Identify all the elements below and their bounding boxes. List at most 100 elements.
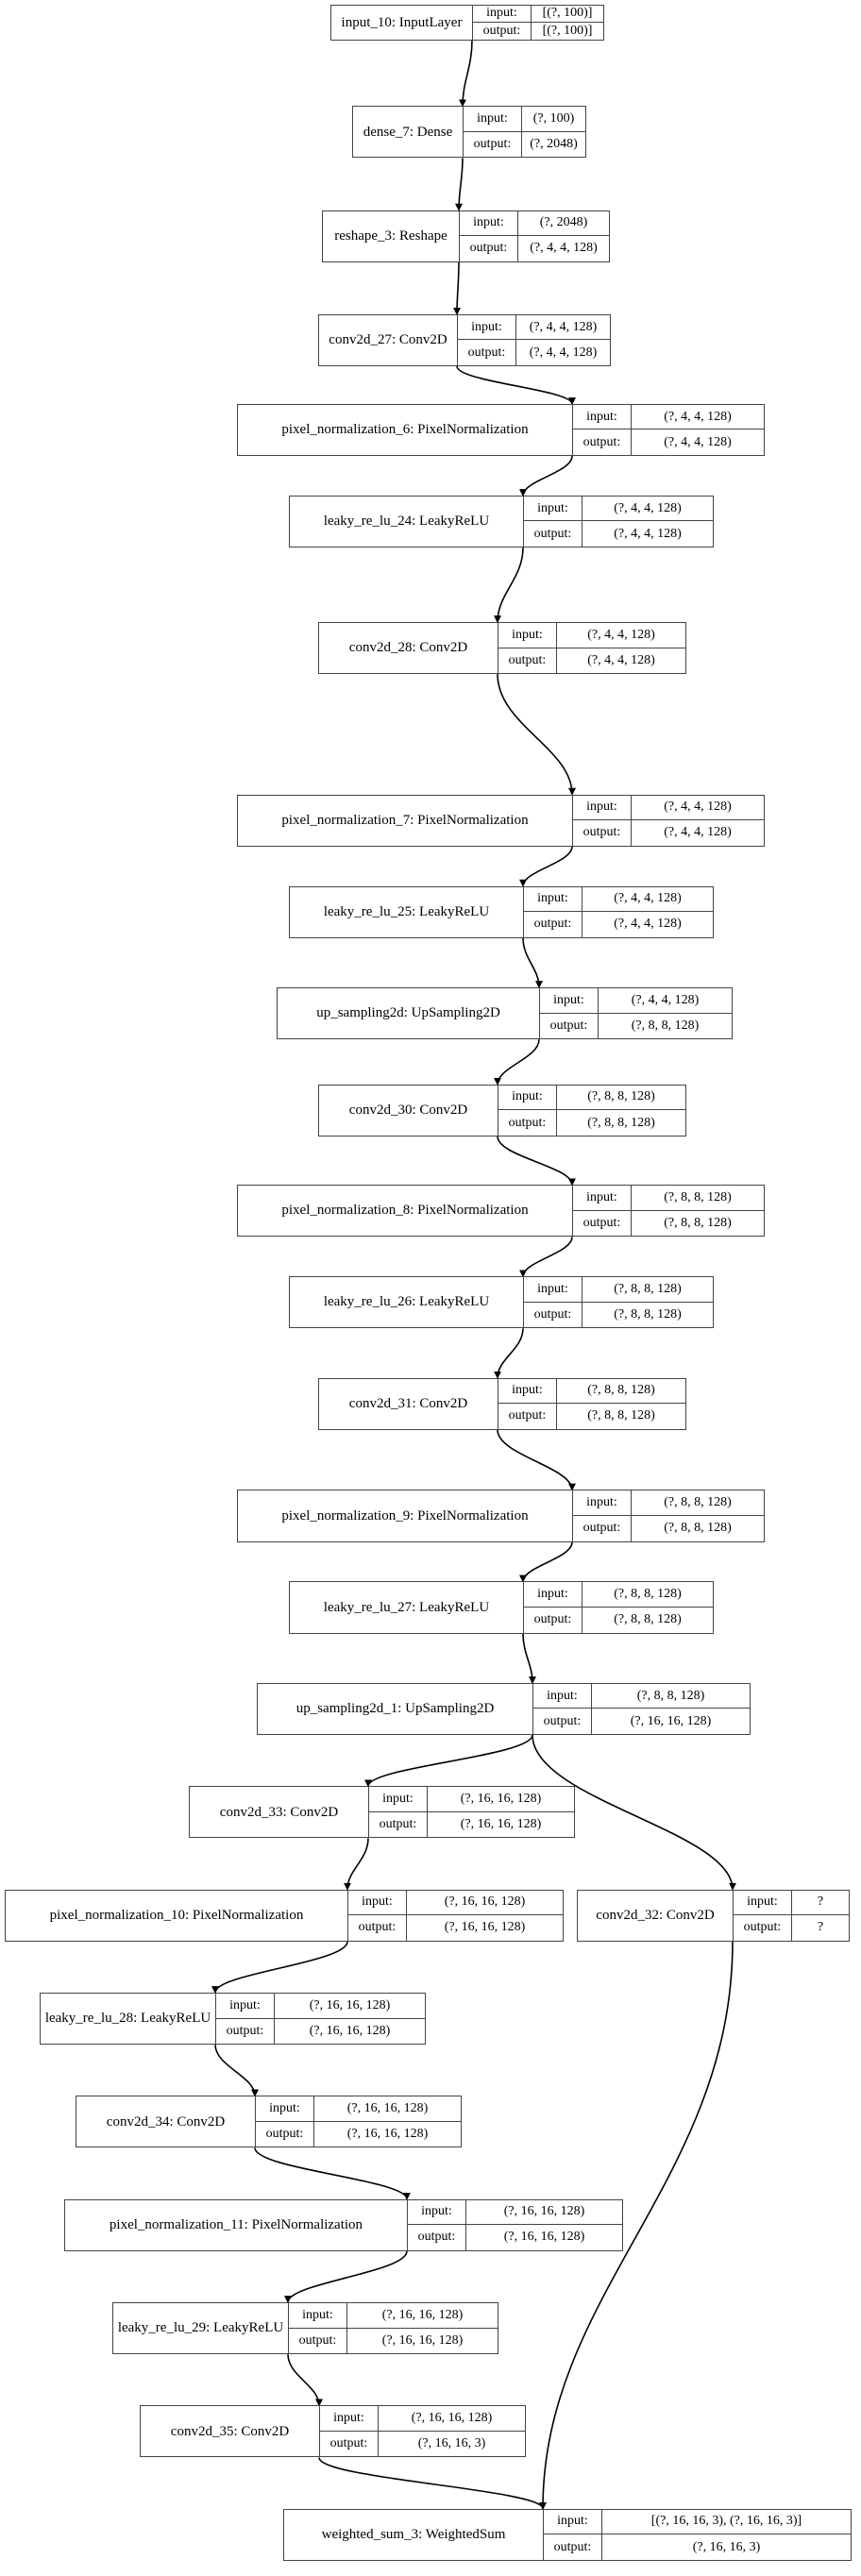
node-io-block: input:(?, 8, 8, 128)output:(?, 8, 8, 128… (573, 1490, 764, 1541)
node-input-shape: [(?, 16, 16, 3), (?, 16, 16, 3)] (650, 2514, 802, 2529)
node-output-row: output:(?, 8, 8, 128) (524, 1302, 713, 1328)
node-io-block: input:(?, 4, 4, 128)output:(?, 4, 4, 128… (498, 622, 685, 674)
node-input-shape: (?, 16, 16, 128) (309, 1997, 391, 2012)
graph-node-pixel_normalization_9[interactable]: pixel_normalization_9: PixelNormalizatio… (237, 1490, 765, 1542)
node-input-shape: (?, 16, 16, 128) (411, 2411, 493, 2426)
node-output-row: output:(?, 8, 8, 128) (573, 1210, 764, 1237)
node-io-block: input:(?, 4, 4, 128)output:(?, 4, 4, 128… (524, 886, 713, 937)
node-output-row: output:(?, 4, 4, 128) (458, 340, 610, 365)
node-input-row: input:(?, 16, 16, 128) (256, 2096, 461, 2122)
node-output-shape: (?, 16, 16, 128) (503, 2230, 585, 2245)
node-input-shape: (?, 8, 8, 128) (636, 1688, 705, 1703)
node-input-shape: ? (817, 1894, 824, 1910)
graph-edge-leaky_re_lu_24-to-conv2d_28 (494, 547, 524, 624)
graph-node-pixel_normalization_10[interactable]: pixel_normalization_10: PixelNormalizati… (5, 1889, 564, 1942)
node-input-row: input:(?, 4, 4, 128) (524, 496, 713, 522)
graph-node-pixel_normalization_7[interactable]: pixel_normalization_7: PixelNormalizatio… (237, 794, 765, 847)
node-input-label: input: (498, 622, 557, 648)
node-output-row: output:(?, 8, 8, 128) (524, 1608, 713, 1633)
node-input-label: input: (320, 2406, 379, 2431)
graph-node-pixel_normalization_8[interactable]: pixel_normalization_8: PixelNormalizatio… (237, 1185, 765, 1237)
node-label: conv2d_32: Conv2D (578, 1890, 734, 1941)
node-output-shape: (?, 16, 16, 3) (417, 2436, 486, 2451)
node-io-block: input:(?, 100)output:(?, 2048) (464, 107, 585, 158)
node-io-block: input:(?, 4, 4, 128)output:(?, 4, 4, 128… (458, 314, 610, 365)
node-input-row: input:[(?, 100)] (473, 5, 603, 23)
node-label: leaky_re_lu_27: LeakyReLU (290, 1582, 524, 1633)
graph-edge-pixel_normalization_9-to-leaky_re_lu_27 (519, 1541, 573, 1583)
node-input-shape: (?, 4, 4, 128) (529, 319, 598, 334)
graph-edge-up_sampling2d_1-to-conv2d_33 (364, 1734, 533, 1788)
node-io-block: input:(?, 16, 16, 128)output:(?, 16, 16,… (408, 2199, 622, 2250)
graph-edge-pixel_normalization_8-to-leaky_re_lu_26 (519, 1237, 573, 1278)
graph-edge-pixel_normalization_10-to-leaky_re_lu_28 (211, 1941, 348, 1995)
graph-node-pixel_normalization_11[interactable]: pixel_normalization_11: PixelNormalizati… (64, 2198, 623, 2251)
node-input-label: input: (473, 5, 532, 22)
node-output-shape: (?, 4, 4, 128) (614, 917, 682, 932)
node-output-row: output:[(?, 100)] (473, 22, 603, 40)
node-output-label: output: (320, 2431, 379, 2457)
graph-edge-conv2d_30-to-pixel_normalization_8 (497, 1136, 576, 1187)
node-output-label: output: (573, 1516, 632, 1541)
node-label: dense_7: Dense (353, 107, 464, 158)
node-output-row: output:(?, 8, 8, 128) (573, 1516, 764, 1541)
node-output-shape: (?, 16, 16, 128) (309, 2023, 391, 2038)
node-output-shape: (?, 4, 4, 128) (529, 345, 598, 360)
node-input-shape: (?, 16, 16, 128) (503, 2204, 585, 2219)
node-output-label: output: (734, 1915, 792, 1941)
graph-edge-leaky_re_lu_26-to-conv2d_31 (494, 1328, 524, 1379)
node-input-row: input:[(?, 16, 16, 3), (?, 16, 16, 3)] (544, 2509, 851, 2535)
node-input-row: input:(?, 8, 8, 128) (524, 1582, 713, 1608)
node-output-shape: (?, 16, 16, 128) (346, 2127, 429, 2142)
node-input-shape: (?, 16, 16, 128) (381, 2307, 464, 2322)
node-output-row: output:(?, 4, 4, 128) (573, 820, 764, 846)
node-input-shape: (?, 4, 4, 128) (631, 992, 700, 1007)
node-label: leaky_re_lu_28: LeakyReLU (41, 1993, 216, 2045)
node-io-block: input:(?, 4, 4, 128)output:(?, 8, 8, 128… (540, 987, 732, 1039)
node-input-shape: (?, 16, 16, 128) (346, 2101, 429, 2116)
node-label: pixel_normalization_8: PixelNormalizatio… (238, 1186, 573, 1237)
graph-edge-pixel_normalization_6-to-leaky_re_lu_24 (519, 455, 573, 497)
node-input-row: input:(?, 100) (464, 107, 585, 132)
node-label: pixel_normalization_7: PixelNormalizatio… (238, 795, 573, 846)
node-label: leaky_re_lu_29: LeakyReLU (113, 2302, 289, 2354)
node-output-label: output: (473, 22, 532, 40)
node-label: pixel_normalization_6: PixelNormalizatio… (238, 404, 573, 456)
node-input-shape: (?, 16, 16, 128) (460, 1792, 542, 1806)
node-io-block: input:(?, 2048)output:(?, 4, 4, 128) (460, 210, 609, 261)
node-output-shape: (?, 8, 8, 128) (664, 1216, 732, 1230)
node-output-label: output: (524, 521, 582, 547)
node-label: leaky_re_lu_24: LeakyReLU (290, 496, 524, 547)
node-output-row: output:(?, 4, 4, 128) (498, 648, 685, 674)
node-label: conv2d_31: Conv2D (319, 1378, 498, 1429)
node-input-label: input: (524, 886, 582, 912)
graph-node-pixel_normalization_6[interactable]: pixel_normalization_6: PixelNormalizatio… (237, 403, 765, 457)
node-output-row: output:(?, 4, 4, 128) (573, 429, 764, 456)
graph-edge-reshape_3-to-conv2d_27 (453, 261, 462, 316)
graph-edge-pixel_normalization_7-to-leaky_re_lu_25 (519, 846, 573, 887)
node-output-label: output: (216, 2018, 275, 2045)
node-input-label: input: (498, 1378, 557, 1404)
node-input-label: input: (540, 987, 599, 1013)
node-output-row: output: (?, 16, 16, 128) (216, 2018, 425, 2045)
